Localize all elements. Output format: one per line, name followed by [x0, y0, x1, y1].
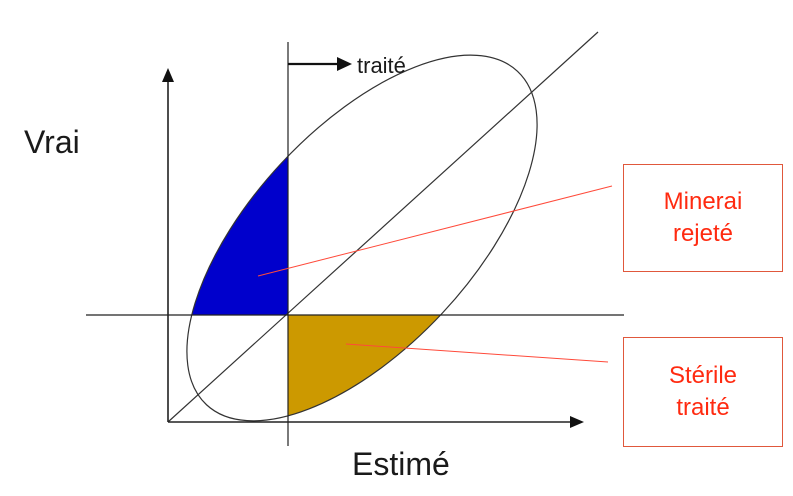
x-axis-arrow-icon [570, 416, 584, 428]
sterile-traite-callout: Stérile traité [623, 337, 783, 447]
minerai-rejete-region [150, 150, 288, 315]
x-axis-label: Estimé [352, 446, 450, 482]
diagonal-line [167, 31, 599, 423]
minerai-rejete-line1: Minerai [663, 188, 743, 215]
sterile-traite-line1: Stérile [668, 362, 738, 389]
sterile-traite-line2: traité [676, 394, 730, 421]
traite-arrow-icon [337, 57, 352, 71]
minerai-rejete-callout: Minerai rejeté [623, 164, 783, 272]
scatter-ellipse [186, 54, 538, 422]
sterile-leader-line [345, 343, 609, 363]
y-axis-label: Vrai [24, 124, 80, 160]
y-axis-arrow-icon [162, 68, 174, 82]
minerai-leader-line [257, 185, 613, 277]
traite-label: traité [357, 53, 406, 78]
minerai-rejete-line2: rejeté [672, 220, 734, 247]
